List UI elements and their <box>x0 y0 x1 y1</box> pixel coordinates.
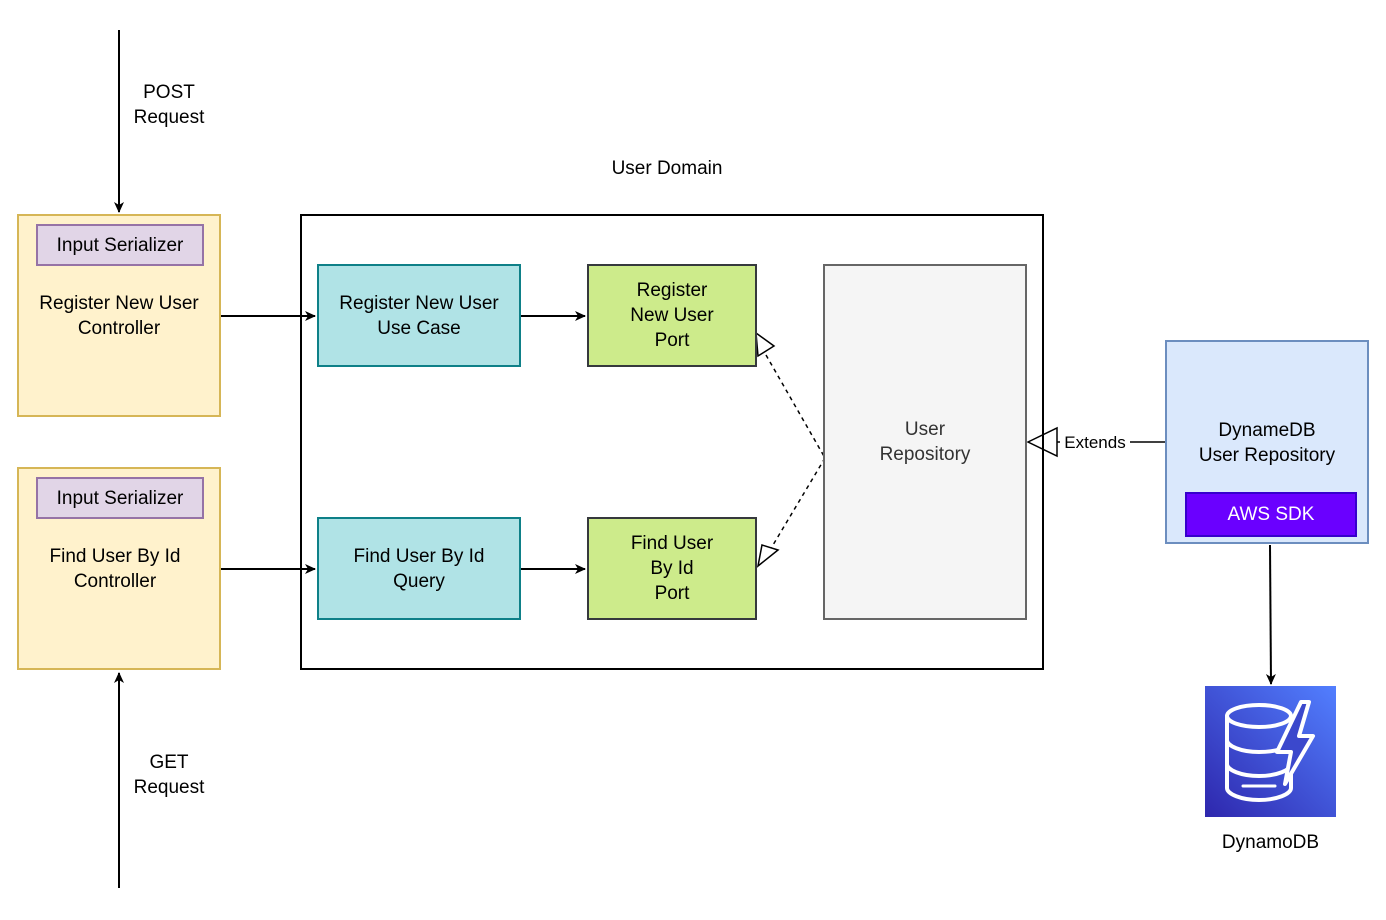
register-port-realization-head <box>755 331 776 358</box>
find-port-realization-line <box>769 457 826 551</box>
user-domain-title: User Domain <box>611 158 723 179</box>
register-controller[interactable]: Input Serializer Register New User Contr… <box>17 214 221 417</box>
register-controller-label: Register New User Controller <box>39 293 199 339</box>
dynamodb-label: DynamoDB <box>1221 832 1320 853</box>
post-request-label: POST Request <box>133 82 205 128</box>
find-port-realization-head <box>756 544 780 568</box>
dynamodb-user-repository[interactable]: DynameDB User Repository AWS SDK <box>1165 340 1369 544</box>
aws-sdk-box[interactable]: AWS SDK <box>1185 492 1357 537</box>
dynamodb-icon[interactable] <box>1205 686 1336 817</box>
find-input-serializer[interactable]: Input Serializer <box>36 477 204 519</box>
register-input-serializer[interactable]: Input Serializer <box>36 224 204 266</box>
extends-label: Extends <box>1060 430 1130 455</box>
user-domain-boundary <box>300 214 1044 670</box>
find-user-by-id-query[interactable]: Find User By Id Query <box>317 517 521 620</box>
register-port-realization-line <box>765 354 826 459</box>
find-controller-label: Find User By Id Controller <box>49 546 181 592</box>
find-controller[interactable]: Input Serializer Find User By Id Control… <box>17 467 221 670</box>
dynamodb-icon-glyph <box>1225 700 1315 802</box>
dynamodb-user-repository-label: DynameDB User Repository <box>1198 420 1336 466</box>
get-request-label: GET Request <box>133 752 205 798</box>
user-repository[interactable]: User Repository <box>823 264 1027 620</box>
find-user-by-id-port[interactable]: Find User By Id Port <box>587 517 757 620</box>
register-new-user-use-case[interactable]: Register New User Use Case <box>317 264 521 367</box>
repository-to-dynamodb-arrow <box>1265 544 1276 685</box>
register-new-user-port[interactable]: Register New User Port <box>587 264 757 367</box>
